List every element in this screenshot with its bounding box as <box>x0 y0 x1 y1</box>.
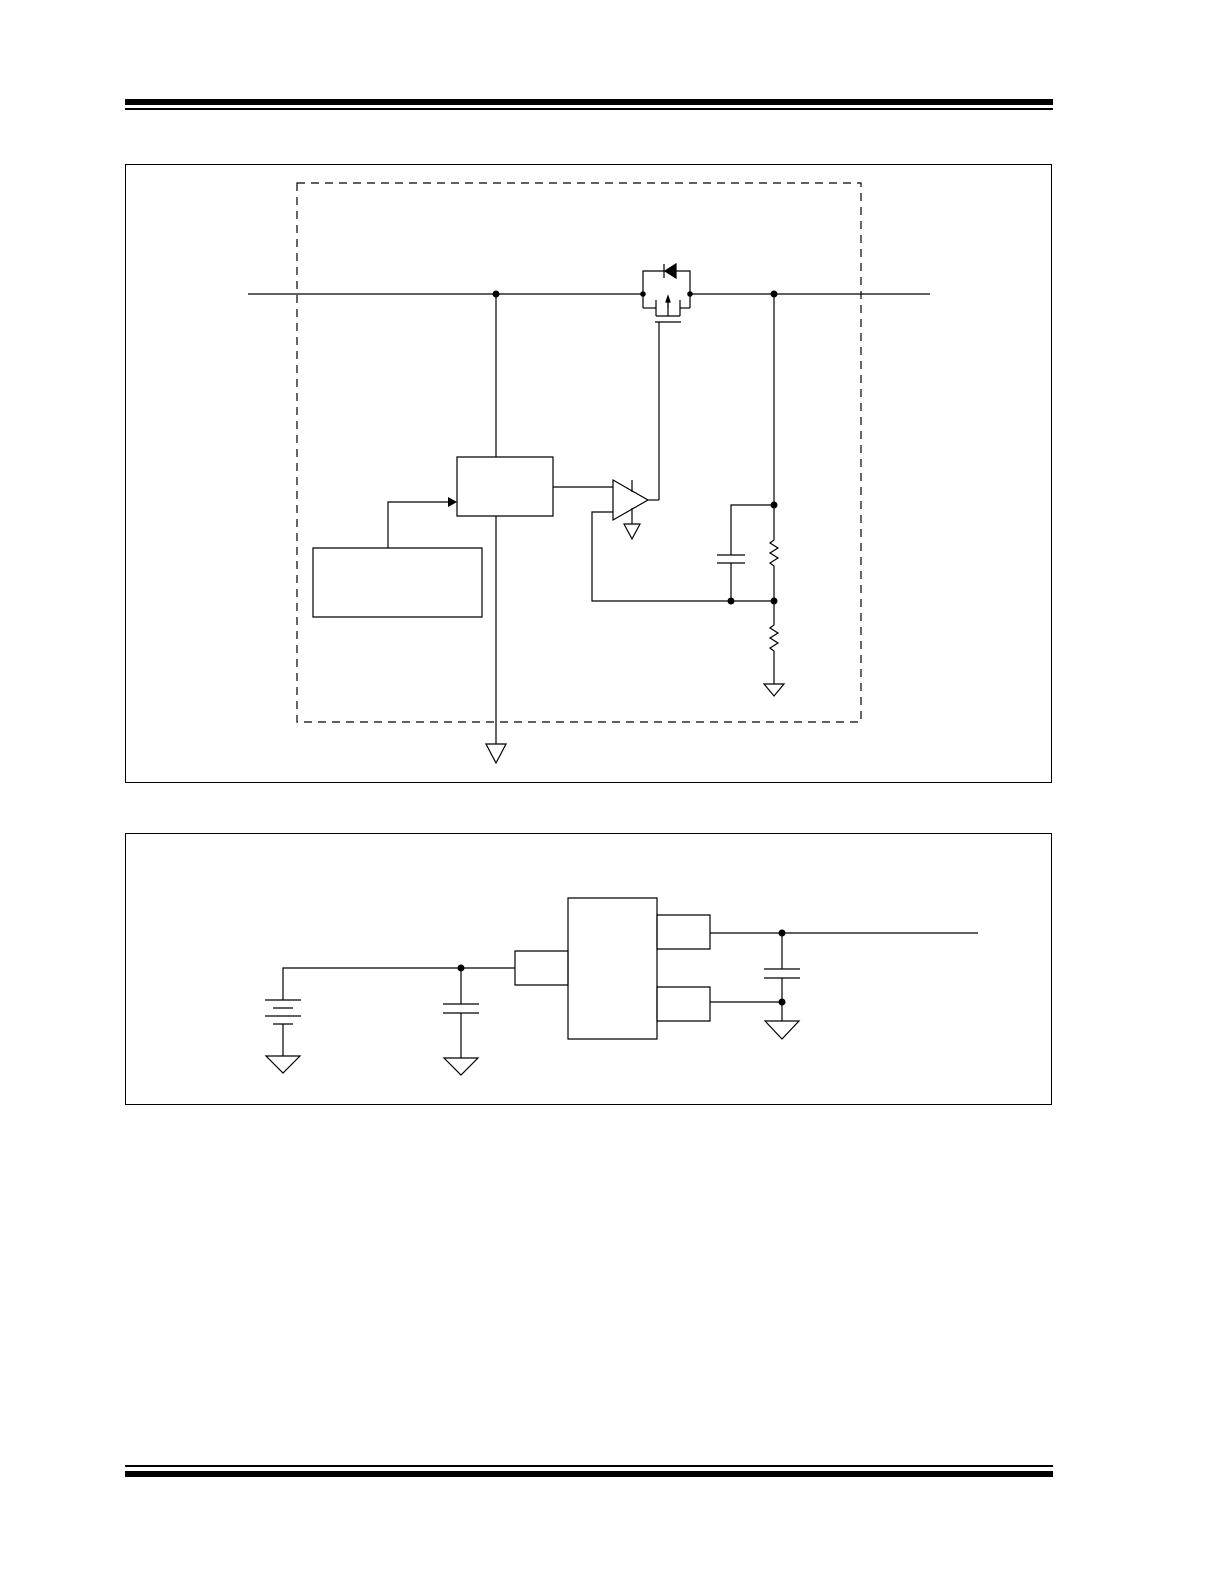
feedback-resistor-top <box>770 505 778 601</box>
ground-input-cap <box>444 1058 478 1075</box>
footer-rule-thick <box>125 1471 1053 1477</box>
ground-output <box>765 1021 799 1039</box>
regulator-pin-left <box>515 951 568 985</box>
regulator-pin-right-top <box>657 915 710 949</box>
block-diagram <box>0 0 1224 800</box>
junction-input <box>492 290 500 298</box>
reference-arrowhead <box>448 497 457 507</box>
reference-block <box>313 548 482 617</box>
reference-to-control <box>388 502 448 548</box>
junction-ground <box>778 998 786 1006</box>
feedback-resistor-bottom <box>770 601 778 684</box>
feedback-to-amp <box>592 512 774 601</box>
ground-device <box>486 744 506 763</box>
body-diode-triangle <box>665 264 676 278</box>
junction-source <box>640 291 646 297</box>
regulator-pin-right-bottom <box>657 987 710 1021</box>
pmos-pass-transistor <box>643 294 690 500</box>
junction-feedback-mid <box>770 597 778 605</box>
error-amplifier <box>613 480 648 520</box>
junction-output-cap <box>778 929 786 937</box>
battery-top-lead <box>283 968 515 1000</box>
pmos-body-arrow <box>666 296 670 302</box>
block-diagram-frame <box>125 164 1052 783</box>
junction-output <box>770 290 778 298</box>
header-rule-thin <box>125 108 1053 110</box>
application-circuit-frame <box>125 833 1052 1105</box>
junction-feedback-top <box>770 501 778 509</box>
regulator-body <box>568 898 657 1039</box>
ground-battery <box>266 1056 300 1073</box>
junction-input-cap <box>457 964 465 972</box>
ground-amp <box>624 524 640 539</box>
cap-top-lead <box>731 505 774 555</box>
junction-drain <box>687 291 693 297</box>
footer-rule-thin <box>125 1465 1053 1467</box>
header-rule-thick <box>125 99 1053 105</box>
junction-feedback-cap <box>727 597 735 605</box>
ground-divider <box>764 684 784 696</box>
device-boundary <box>297 183 861 722</box>
